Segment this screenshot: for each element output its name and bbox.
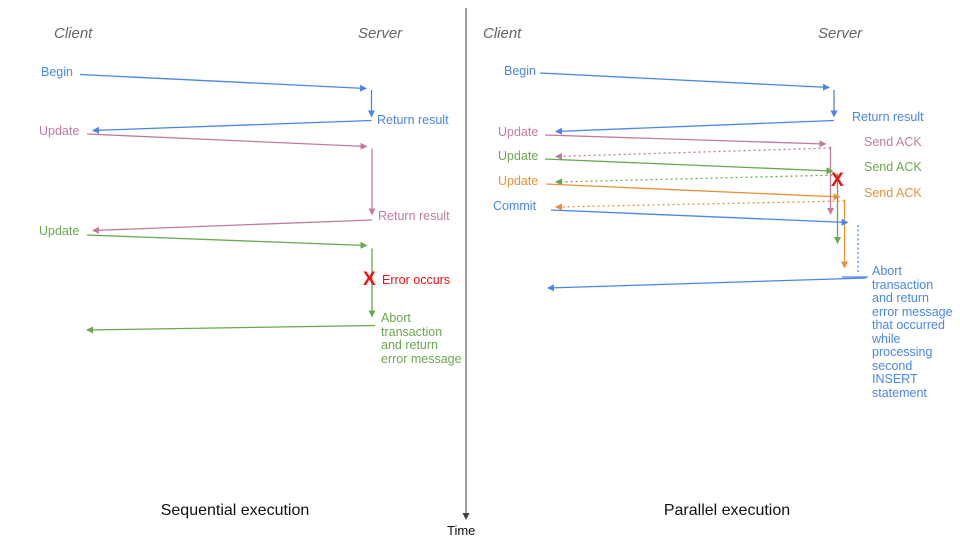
par-abort-label: Abort transaction and return error messa…	[872, 264, 953, 400]
par-return-result-label: Return result	[852, 110, 924, 124]
par-commit-request-arrow	[550, 209, 849, 226]
par-send-ack3-arrow	[555, 200, 845, 211]
seq-update2-request-arrow	[86, 234, 368, 249]
par-update-3-label: Update	[498, 174, 539, 188]
par-update1-request-arrow	[544, 134, 827, 148]
sequential-panel-arrows	[79, 73, 376, 334]
par-commit-label: Commit	[493, 199, 537, 213]
par-send-ack-1-label: Send ACK	[864, 135, 922, 149]
par-error-x-icon: X	[831, 170, 844, 191]
seq-abort-label: Abort transaction and return error messa…	[381, 311, 462, 366]
seq-error-x-icon: X	[363, 269, 376, 290]
par-send-ack-3-label: Send ACK	[864, 186, 922, 200]
seq-server-header: Server	[358, 25, 403, 42]
seq-update-2-label: Update	[39, 224, 80, 238]
seq-begin-request-arrow	[79, 73, 367, 92]
seq-return-result-1-arrow	[92, 119, 372, 134]
parallel-panel-arrows	[539, 72, 868, 292]
seq-update-1-label: Update	[39, 124, 80, 138]
par-begin-label: Begin	[504, 64, 536, 78]
seq-panel-title: Sequential execution	[160, 502, 310, 519]
time-axis-label: Time	[447, 523, 476, 538]
par-send-ack-2-label: Send ACK	[864, 160, 922, 174]
par-update2-request-arrow	[544, 158, 834, 175]
seq-abort-return-arrow	[86, 324, 376, 334]
par-begin-request-arrow	[539, 72, 830, 91]
par-send-ack2-arrow	[555, 174, 838, 186]
par-update3-request-arrow	[545, 183, 841, 201]
par-client-header: Client	[483, 25, 522, 42]
seq-update1-request-arrow	[86, 133, 368, 150]
par-abort-return-arrow	[547, 277, 867, 292]
par-panel-title: Parallel execution	[663, 502, 791, 519]
par-update-1-label: Update	[498, 125, 539, 139]
seq-return-result-2-arrow	[92, 219, 373, 234]
par-update-2-label: Update	[498, 149, 539, 163]
seq-begin-label: Begin	[41, 65, 73, 79]
seq-return-result-2-label: Return result	[378, 209, 450, 223]
par-server-header: Server	[818, 25, 863, 42]
seq-return-result-1-label: Return result	[377, 113, 449, 127]
par-return-result-arrow	[555, 119, 835, 135]
seq-error-label: Error occurs	[382, 273, 451, 287]
seq-client-header: Client	[54, 25, 93, 42]
par-send-ack1-arrow	[555, 147, 831, 160]
